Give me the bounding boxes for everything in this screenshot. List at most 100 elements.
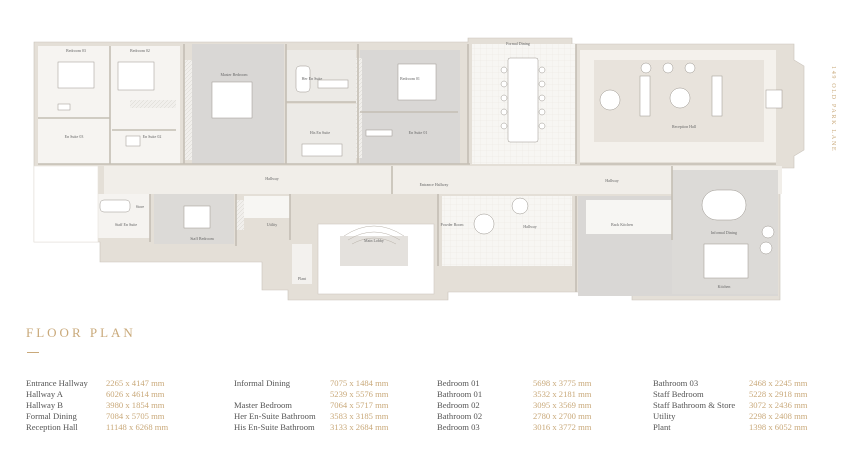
room-name: Her En-Suite Bathroom xyxy=(234,411,316,421)
room-name: Bedroom 03 xyxy=(437,422,480,432)
schedule-row: Bedroom 01 5698 x 3775 mm xyxy=(437,378,592,389)
schedule-row: Hallway B 3980 x 1854 mm xyxy=(26,400,168,411)
interior-walls xyxy=(38,44,776,292)
furniture-bathrooms xyxy=(57,65,393,213)
svg-text:Reception Hall: Reception Hall xyxy=(672,124,697,129)
room-dimensions: 3016 x 3772 mm xyxy=(533,422,592,432)
svg-text:Back Kitchen: Back Kitchen xyxy=(611,222,633,227)
main-lobby-stair xyxy=(343,225,405,245)
svg-text:Formal Dining: Formal Dining xyxy=(506,41,530,46)
room-name: Utility xyxy=(653,411,676,421)
schedule-row: Utility 2298 x 2408 mm xyxy=(653,411,808,422)
schedule-row: Bedroom 03 3016 x 3772 mm xyxy=(437,422,592,433)
schedule-row: Staff Bathroom & Store 3072 x 2436 mm xyxy=(653,400,808,411)
address-side-label: 149 OLD PARK LANE xyxy=(830,66,837,152)
room-name: His En-Suite Bathroom xyxy=(234,422,315,432)
room-dimensions: 3072 x 2436 mm xyxy=(749,400,808,410)
room-name: Formal Dining xyxy=(26,411,77,421)
schedule-row: Hallway A 6026 x 4614 mm xyxy=(26,389,168,400)
schedule-row: His En-Suite Bathroom 3133 x 2684 mm xyxy=(234,422,389,433)
svg-text:En Suite 03: En Suite 03 xyxy=(65,134,84,139)
svg-text:Staff Bedroom: Staff Bedroom xyxy=(190,236,214,241)
schedule-row: 5239 x 5576 mm xyxy=(234,389,389,400)
kitchen-furniture xyxy=(473,189,775,279)
svg-text:Master Bedroom: Master Bedroom xyxy=(221,72,249,77)
room-name: Bedroom 01 xyxy=(437,378,480,388)
svg-text:Informal Dining: Informal Dining xyxy=(711,230,737,235)
room-dimensions: 11148 x 6268 mm xyxy=(106,422,169,432)
room-name: Master Bedroom xyxy=(234,400,292,410)
svg-text:Kitchen: Kitchen xyxy=(718,284,731,289)
room-name: Plant xyxy=(653,422,671,432)
room-name: Bathroom 03 xyxy=(653,378,699,388)
room-dimensions: 3980 x 1854 mm xyxy=(106,400,165,410)
room-dimensions: 6026 x 4614 mm xyxy=(106,389,165,399)
room-dimensions: 7084 x 5705 mm xyxy=(106,411,165,421)
room-dimensions: 3133 x 2684 mm xyxy=(330,422,389,432)
schedule-column-1: Entrance Hallway 2265 x 4147 mm Hallway A 6… xyxy=(26,378,168,433)
schedule-column-3: Bedroom 01 5698 x 3775 mm Bathroom 01 3532 … xyxy=(437,378,592,433)
svg-text:Hallway: Hallway xyxy=(523,224,537,229)
svg-text:Powder Room: Powder Room xyxy=(441,222,465,227)
schedule-row: Reception Hall 11148 x 6268 mm xyxy=(26,422,168,433)
svg-text:En Suite 01: En Suite 01 xyxy=(409,130,428,135)
room-dimensions: 2265 x 4147 mm xyxy=(106,378,165,388)
room-name: Informal Dining xyxy=(234,378,291,388)
room-dimensions: 2468 x 2245 mm xyxy=(749,378,808,388)
room-labels: Bedroom 03 Bedroom 02 En Suite 03 En Sui… xyxy=(65,41,737,289)
room-dimensions: 3583 x 3185 mm xyxy=(330,411,389,421)
schedule-row: Bathroom 01 3532 x 2181 mm xyxy=(437,389,592,400)
svg-text:Staff En Suite: Staff En Suite xyxy=(115,222,138,227)
schedule-row: Bathroom 03 2468 x 2245 mm xyxy=(653,378,808,389)
room-dimensions: 5698 x 3775 mm xyxy=(533,378,592,388)
schedule-row: Informal Dining 7075 x 1484 mm xyxy=(234,378,389,389)
room-dimensions: 3532 x 2181 mm xyxy=(533,389,592,399)
schedule-row: Master Bedroom 7064 x 5717 mm xyxy=(234,400,389,411)
room-dimensions: 1398 x 6052 mm xyxy=(749,422,808,432)
room-dimensions: 7064 x 5717 mm xyxy=(330,400,389,410)
room-name: Bathroom 02 xyxy=(437,411,483,421)
formal-dining-table xyxy=(500,57,546,143)
room-dimensions: 3095 x 3569 mm xyxy=(533,400,592,410)
room-name xyxy=(234,389,330,400)
room-name: Entrance Hallway xyxy=(26,378,88,388)
room-dimensions: 7075 x 1484 mm xyxy=(330,378,389,388)
page-title: FLOOR PLAN xyxy=(26,325,136,340)
schedule-column-4: Bathroom 03 2468 x 2245 mm Staff Bedroom 52… xyxy=(653,378,808,433)
svg-text:En Suite 02: En Suite 02 xyxy=(143,134,162,139)
schedule-row: Formal Dining 7084 x 5705 mm xyxy=(26,411,168,422)
schedule-row: Staff Bedroom 5228 x 2918 mm xyxy=(653,389,808,400)
svg-text:Hallway: Hallway xyxy=(265,176,279,181)
furniture-beds xyxy=(57,61,437,229)
room-name: Staff Bathroom & Store xyxy=(653,400,736,410)
schedule-row: Bedroom 02 3095 x 3569 mm xyxy=(437,400,592,411)
floor-plan: Bedroom 03 Bedroom 02 En Suite 03 En Sui… xyxy=(33,37,805,301)
svg-text:149 OLD PARK LANE: 149 OLD PARK LANE xyxy=(830,66,837,152)
reception-seating xyxy=(599,62,783,117)
room-name: Bathroom 01 xyxy=(437,389,483,399)
svg-text:Bedroom 03: Bedroom 03 xyxy=(66,48,86,53)
wardrobes xyxy=(130,58,362,230)
room-dimensions: 5228 x 2918 mm xyxy=(749,389,808,399)
svg-text:Plant: Plant xyxy=(298,276,307,281)
room-name: Reception Hall xyxy=(26,422,78,432)
svg-text:Utility: Utility xyxy=(267,222,277,227)
svg-text:Bedroom 02: Bedroom 02 xyxy=(130,48,150,53)
svg-text:Store: Store xyxy=(136,204,145,209)
svg-text:Her En Suite: Her En Suite xyxy=(302,76,323,81)
room-name: Bedroom 02 xyxy=(437,400,480,410)
room-name: Hallway B xyxy=(26,400,63,410)
room-dimensions: 2298 x 2408 mm xyxy=(749,411,808,421)
title-divider xyxy=(27,352,39,353)
svg-text:Entrance Hallway: Entrance Hallway xyxy=(420,182,449,187)
svg-text:Bedroom 01: Bedroom 01 xyxy=(400,76,420,81)
room-name: Hallway A xyxy=(26,389,63,399)
schedule-row: Bathroom 02 2780 x 2700 mm xyxy=(437,411,592,422)
room-name: Staff Bedroom xyxy=(653,389,704,399)
schedule-row: Plant 1398 x 6052 mm xyxy=(653,422,808,433)
schedule-row: Entrance Hallway 2265 x 4147 mm xyxy=(26,378,168,389)
room-dimensions: 2780 x 2700 mm xyxy=(533,411,592,421)
svg-text:Main Lobby: Main Lobby xyxy=(364,238,384,243)
room-dimensions: 5239 x 5576 mm xyxy=(330,389,389,399)
